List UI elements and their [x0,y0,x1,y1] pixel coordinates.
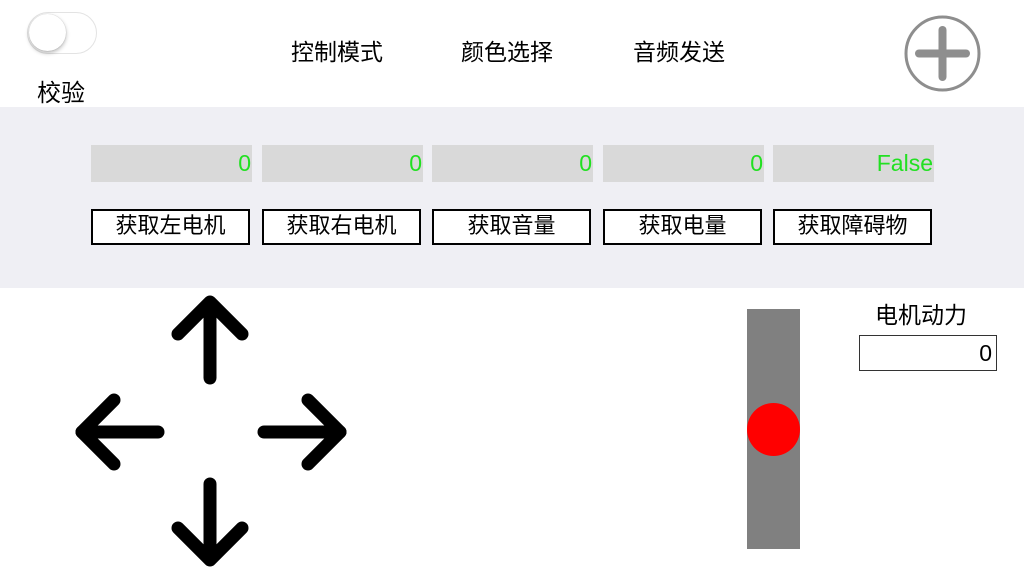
add-button[interactable] [904,15,981,92]
get-right-motor-button[interactable]: 获取右电机 [262,209,421,245]
obstacle-value: False [773,145,934,182]
arrow-down-icon [171,477,249,567]
toggle-knob [29,14,66,51]
volume-value: 0 [432,145,593,182]
menu-item-color-select[interactable]: 颜色选择 [461,40,553,66]
get-volume-button[interactable]: 获取音量 [432,209,591,245]
move-up-button[interactable] [162,292,258,388]
move-right-button[interactable] [254,384,350,480]
menu-item-control-mode[interactable]: 控制模式 [291,40,383,66]
calibration-toggle[interactable] [27,12,97,54]
calibration-label: 校验 [37,79,85,107]
right-motor-value: 0 [262,145,423,182]
menu-item-audio-send[interactable]: 音频发送 [633,40,725,66]
get-battery-button[interactable]: 获取电量 [603,209,762,245]
motor-power-slider-thumb[interactable] [747,403,800,456]
get-left-motor-button[interactable]: 获取左电机 [91,209,250,245]
battery-value: 0 [603,145,764,182]
motor-power-label: 电机动力 [875,303,967,329]
move-down-button[interactable] [162,474,258,570]
arrow-right-icon [257,393,347,471]
readings-panel [0,107,1024,288]
left-motor-value: 0 [91,145,252,182]
move-left-button[interactable] [72,384,168,480]
get-obstacle-button[interactable]: 获取障碍物 [773,209,932,245]
arrow-up-icon [171,295,249,385]
plus-circle-icon [904,15,981,92]
motor-power-input[interactable] [859,335,997,371]
arrow-left-icon [75,393,165,471]
